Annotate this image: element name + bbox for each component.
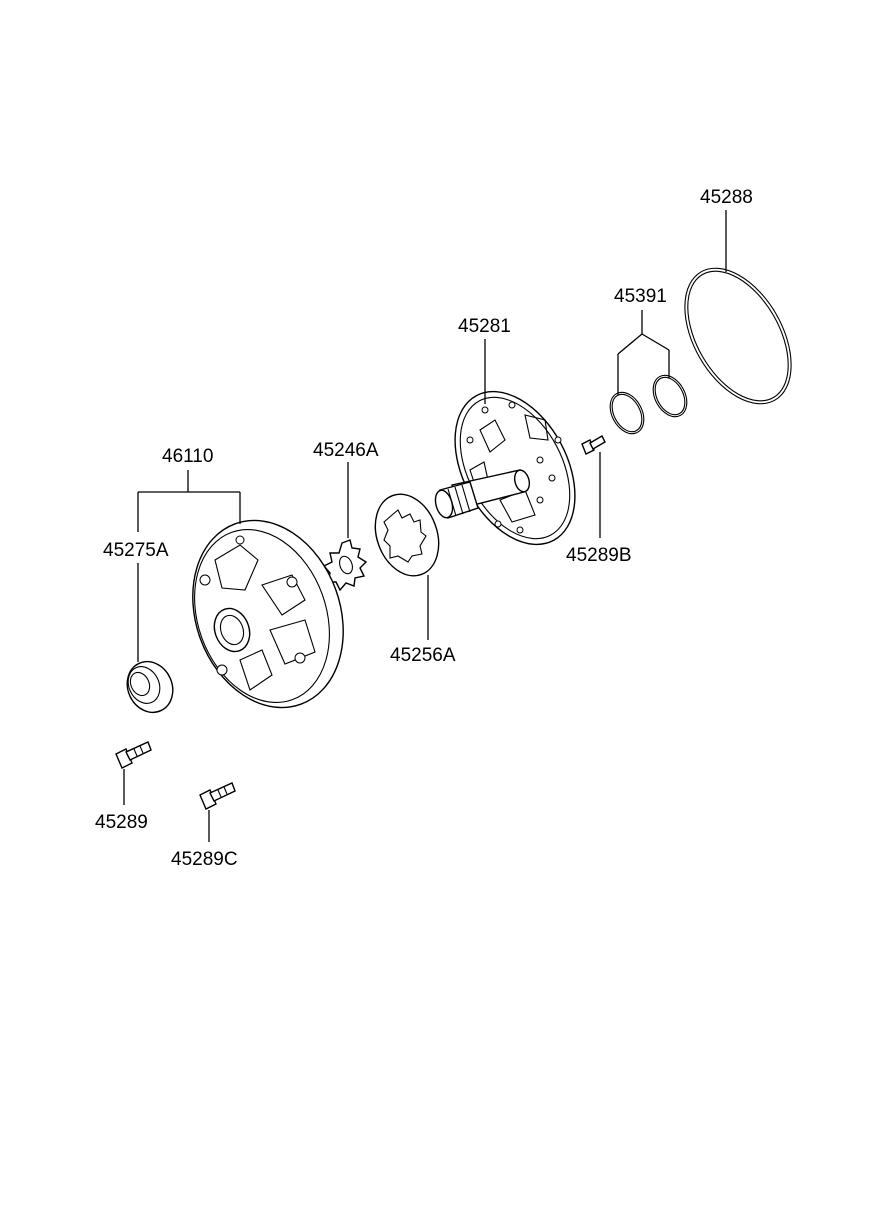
label-45246A[interactable]: 45246A [313, 440, 379, 461]
part-45391-seal-rings[interactable] [603, 370, 693, 440]
label-45289C[interactable]: 45289C [171, 849, 238, 870]
label-45289B[interactable]: 45289B [566, 545, 632, 566]
part-45289C-bolt[interactable] [199, 782, 236, 810]
part-45246A-inner-gear[interactable] [322, 539, 368, 592]
leader-46110 [137, 470, 241, 532]
part-45281-pump-cover[interactable] [431, 371, 600, 565]
label-45289[interactable]: 45289 [95, 812, 148, 833]
part-45275A-oil-seal[interactable] [119, 654, 181, 720]
label-45288[interactable]: 45288 [700, 187, 753, 208]
part-46110-pump-housing[interactable] [168, 499, 369, 729]
leader-45391 [617, 310, 670, 395]
part-45289B-bolt[interactable] [581, 435, 606, 455]
label-45391[interactable]: 45391 [614, 286, 667, 307]
label-45281[interactable]: 45281 [458, 316, 511, 337]
part-45256A-outer-gear[interactable] [364, 485, 449, 584]
label-46110[interactable]: 46110 [162, 446, 213, 467]
label-45256A[interactable]: 45256A [390, 645, 456, 666]
part-45289-bolt[interactable] [115, 741, 152, 769]
part-45288-oring[interactable] [663, 250, 813, 422]
label-45275A[interactable]: 45275A [103, 540, 169, 561]
